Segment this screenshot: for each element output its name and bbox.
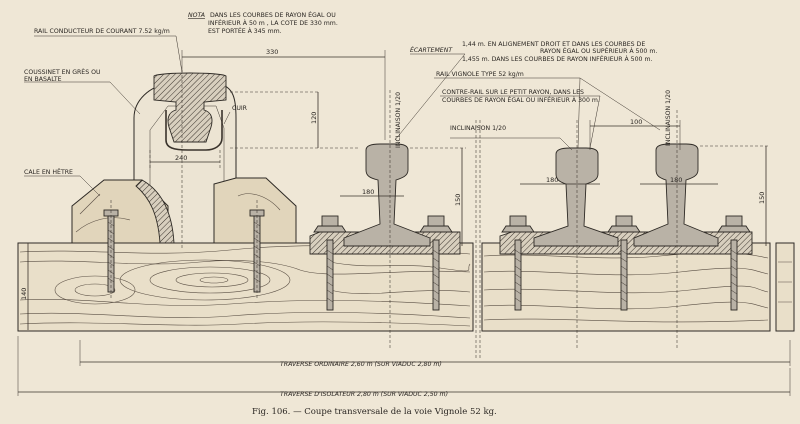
label-inclinaison-right: INCLINAISON 1/20 bbox=[665, 90, 672, 146]
vignole-rail-right-assembly bbox=[499, 143, 753, 311]
vignole-rail-left bbox=[309, 143, 461, 311]
label-ecart-2: RAYON ÉGAL OU SUPÉRIEUR À 500 m. bbox=[540, 46, 657, 55]
drawing-labels: NOTA DANS LES COURBES DE RAYON ÉGAL OU I… bbox=[20, 10, 766, 417]
dim-140: 140 bbox=[20, 288, 28, 300]
label-inclinaison-mid: INCLINAISON 1/20 bbox=[450, 125, 506, 132]
note-prefix: NOTA bbox=[188, 12, 205, 19]
label-ecartement: ÉCARTEMENT bbox=[410, 45, 453, 54]
note-line-2: INFÉRIEUR À 50 m , LA COTE DE 330 mm. bbox=[208, 18, 338, 27]
note-line-3: EST PORTÉE À 345 mm. bbox=[208, 26, 282, 35]
label-cale: CALE EN HÊTRE bbox=[24, 167, 73, 176]
label-traverse-isolateur: TRAVERSE D'ISOLATEUR 2,80 m (SUR VIADUC … bbox=[280, 391, 448, 398]
label-rail-conducteur: RAIL CONDUCTEUR DE COURANT 7.52 kg/m bbox=[34, 28, 170, 35]
dim-120: 120 bbox=[310, 112, 318, 124]
dim-180-left: 180 bbox=[362, 188, 374, 196]
figure-caption: Fig. 106. — Coupe transversale de la voi… bbox=[252, 407, 497, 417]
label-ecart-1: 1,44 m. EN ALIGNEMENT DROIT ET DANS LES … bbox=[462, 41, 645, 48]
dim-240: 240 bbox=[175, 154, 187, 162]
label-contre-rail-1: CONTRE-RAIL SUR LE PETIT RAYON, DANS LES bbox=[442, 89, 584, 96]
dimension-lines bbox=[17, 35, 791, 396]
dim-180-mid: 180 bbox=[546, 176, 558, 184]
label-coussinet-1: COUSSINET EN GRÈS OU bbox=[24, 67, 101, 76]
dim-100: 100 bbox=[630, 118, 642, 126]
sleeper-end bbox=[775, 242, 795, 332]
dim-180-right: 180 bbox=[670, 176, 682, 184]
label-ecart-3: 1,455 m. DANS LES COURBES DE RAYON INFÉR… bbox=[462, 54, 652, 63]
label-traverse-ordinaire: TRAVERSE ORDINAIRE 2,60 m (SUR VIADUC 2,… bbox=[280, 361, 442, 368]
label-inclinaison-left: INCLINAISON 1/20 bbox=[395, 92, 402, 148]
insulator-assembly bbox=[71, 72, 297, 300]
dim-150-right: 150 bbox=[758, 192, 766, 204]
dim-330: 330 bbox=[266, 48, 278, 56]
label-contre-rail-2: COURBES DE RAYON ÉGAL OU INFÉRIEUR À 300… bbox=[442, 95, 600, 104]
dim-150-left: 150 bbox=[454, 194, 462, 206]
note-line-1: DANS LES COURBES DE RAYON ÉGAL OU bbox=[210, 10, 336, 19]
sleeper-left bbox=[17, 242, 474, 332]
label-rail-vignole: RAIL VIGNOLE TYPE 52 kg/m bbox=[436, 71, 524, 78]
label-cuir: CUIR bbox=[232, 105, 248, 112]
label-coussinet-2: EN BASALTE bbox=[24, 76, 62, 83]
